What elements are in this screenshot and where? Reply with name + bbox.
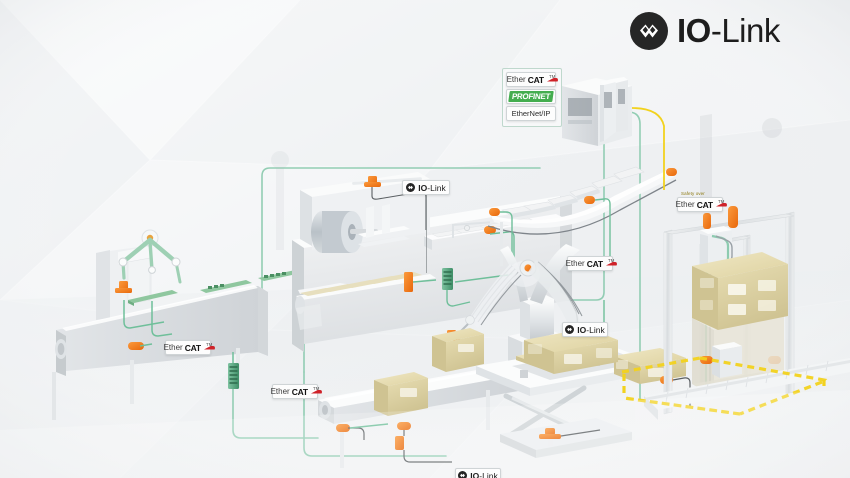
iolink-sensor-outfeed-1 (397, 422, 411, 430)
iolink-sensor-curve-2 (584, 196, 595, 204)
badge-ethercat-tm: TM (607, 258, 615, 263)
badge-ethercat-prefix: Ether (163, 343, 183, 352)
badge-ethercat-tm: TM (312, 386, 320, 391)
badge-ethercat-prefix: Ether (565, 259, 585, 268)
iolink-sensor-belt-left (128, 342, 144, 350)
badge-iolink-label: IO-Link (418, 183, 445, 193)
badge-ethercat-prefix: Ether (506, 75, 526, 84)
iolink-sensor-curve-1 (489, 208, 500, 216)
carton-on-conveyor (374, 372, 428, 416)
badge-ethercat-prefix: Ether (675, 200, 695, 209)
badge-iolink-packaging[interactable]: IO-Link (402, 180, 450, 195)
io-link-wordmark: IO-Link (677, 12, 780, 50)
badge-ethercat-strong: CAT (184, 342, 201, 353)
logo-text-light: -Link (710, 12, 781, 49)
iolink-actuators-wrapper (703, 206, 738, 229)
iolink-device-roll (364, 176, 381, 187)
badge-iolink-light: -Link (586, 324, 605, 335)
scara-robot (118, 229, 182, 284)
badge-profinet-controller[interactable]: PROFINET (506, 89, 556, 104)
badge-iolink-label: IO-Link (470, 471, 497, 478)
badge-iolink-bold: IO (577, 324, 587, 335)
iolink-valve-lift (539, 428, 561, 446)
badge-profinet-label: PROFINET (508, 91, 554, 102)
badge-iolink-label: IO-Link (577, 325, 604, 335)
badge-iolink-robot[interactable]: IO-Link (562, 322, 608, 337)
fieldbus-module-center (442, 268, 453, 290)
sensor-bracket (452, 221, 491, 238)
station-outfeed-conveyor (318, 365, 524, 468)
io-link-logo-icon (630, 12, 668, 50)
curved-conveyor (487, 166, 677, 268)
badge-ethercat-tm: TM (548, 74, 556, 79)
badge-ethercat-tm: TM (717, 199, 725, 204)
film-roll (311, 211, 378, 253)
iolink-sensor-outfeed-3 (336, 424, 350, 432)
fieldbus-module-left (228, 363, 239, 389)
badge-ethercat-prefix: Ether (270, 387, 290, 396)
io-link-logo: IO-Link (630, 12, 780, 50)
badge-ethercat-tm: TM (205, 342, 213, 347)
badge-iolink-light: -Link (427, 182, 446, 193)
badge-ethercat-strong: CAT (291, 386, 308, 397)
safety-cable (631, 107, 665, 190)
safety-zone-marking-2 (622, 374, 826, 398)
badge-ethernetip-controller[interactable]: EtherNet/IP (506, 106, 556, 121)
background-structure-right (700, 114, 782, 200)
logo-text-bold: IO (677, 12, 711, 49)
badge-iolink-bottom[interactable]: IO-Link (455, 468, 501, 478)
badge-ethercat-strong: CAT (586, 258, 603, 269)
badge-iolink-light: -Link (479, 470, 498, 478)
iolink-master-center (404, 272, 413, 292)
iolink-sensor-curve-3 (666, 168, 677, 176)
carton-stack (512, 328, 686, 384)
io-link-logo-icon (565, 325, 575, 334)
badge-ethercat-strong: CAT (527, 74, 544, 85)
io-link-logo-icon (406, 183, 416, 192)
badge-stem-packaging (426, 195, 427, 273)
io-link-logo-icon (458, 471, 468, 478)
station-assembly-cell (52, 229, 306, 420)
iolink-sensor-outfeed-2 (395, 436, 404, 450)
iolink-device-assembly (115, 281, 132, 301)
background-structure-center (271, 151, 289, 250)
station-stretch-wrapper (621, 206, 850, 420)
control-cabinet (562, 77, 665, 190)
badge-ethercat-strong: CAT (696, 199, 713, 210)
badge-iolink-bold: IO (470, 470, 480, 478)
carton-picked (432, 328, 484, 372)
badge-iolink-bold: IO (418, 182, 428, 193)
badge-safety-over-label: Safety over (681, 191, 705, 196)
badge-ethernetip-label: EtherNet/IP (511, 109, 551, 118)
